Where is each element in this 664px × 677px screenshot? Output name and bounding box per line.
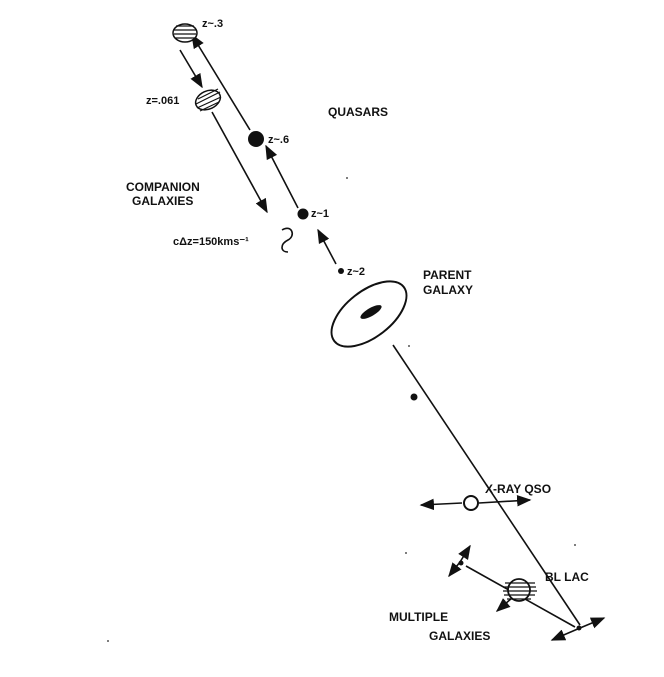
bl-lac-arrow-down-left [495,597,513,612]
redshift-label-z2: z~2 [347,266,365,278]
arrow-z1-to-z06 [265,144,299,209]
bl-lac-arrow-lower-right [579,617,606,629]
scan-speck [408,345,410,347]
scan-speck [574,544,576,546]
quasar-z1-dot [297,208,309,220]
velocity-label: cΔz=150kms⁻¹ [173,236,249,248]
bl-lac-label: BL LAC [545,570,589,584]
companion-galaxies-label-line2: GALAXIES [132,194,193,208]
companion-galaxies-label-line1: COMPANION [126,180,200,194]
redshift-label-z03: z~.3 [202,18,223,30]
scan-speck [107,640,109,642]
arrow-z03-to-z061 [179,49,203,89]
redshift-label-z06: z~.6 [268,134,289,146]
bl-lac-arrow-upper-left [458,544,471,563]
xray-qso-label: X-RAY QSO [485,482,551,496]
bl-lac-arrow-upper-left-2 [448,561,462,578]
companion-z03-hatched [172,23,198,43]
quasar-z06-dot [248,131,264,147]
parent-galaxy-symbol [330,280,408,348]
arrow-z06-to-z03 [191,33,251,131]
bl-lac-arrow-lower-right-2 [550,627,581,641]
redshift-label-z061: z=.061 [146,95,179,107]
scan-speck [346,177,348,179]
arrow-z061-down [211,111,268,214]
quasar-z2-dot [338,268,344,274]
multiple-galaxies-label-line1: MULTIPLE [389,610,448,624]
axis-midpoint-dot [410,393,418,401]
companion-z061-hatched [194,88,222,112]
redshift-label-z1: z~1 [311,208,329,220]
parent-galaxy-label-line2: GALAXY [423,283,473,297]
bl-lac-hatched-object [503,578,537,602]
quasars-label: QUASARS [328,105,388,119]
main-axis-line [392,344,581,626]
bl-lac-right-dot [576,625,582,631]
velocity-squiggle-icon [281,227,294,253]
xray-qso-arrow-right [478,495,532,507]
xray-qso-circle [463,495,479,511]
arrow-z2-to-z1 [317,228,337,265]
parent-galaxy-label-line1: PARENT [423,268,472,282]
scan-speck [405,552,407,554]
xray-qso-arrow-left [419,498,463,511]
bl-lac-left-dot [458,560,464,566]
multiple-galaxies-label-line2: GALAXIES [429,629,490,643]
